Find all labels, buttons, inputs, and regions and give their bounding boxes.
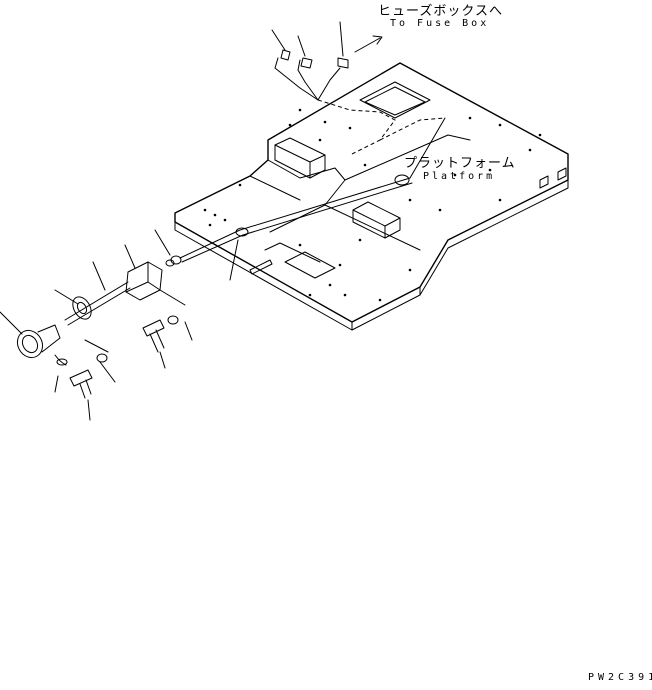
wiring-harness bbox=[179, 57, 446, 263]
fuse-box-label-jp: ヒューズボックスへ bbox=[378, 4, 503, 19]
platform-plate bbox=[174, 62, 569, 331]
platform-label-jp: プラットフォーム bbox=[404, 156, 516, 171]
drawing-code: PW2C391 bbox=[588, 672, 652, 683]
platform-label-en: Platform bbox=[423, 171, 496, 182]
fuse-box-connectors bbox=[271, 21, 383, 69]
fuse-box-label-en: To Fuse Box bbox=[390, 18, 490, 29]
exploded-components bbox=[0, 229, 239, 421]
